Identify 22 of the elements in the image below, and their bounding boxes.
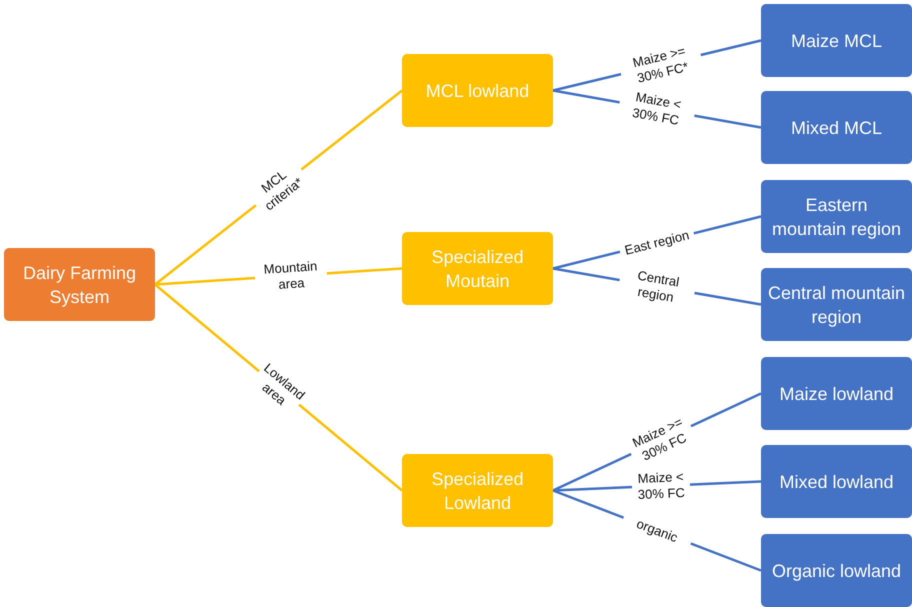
process-box bbox=[761, 4, 912, 77]
node-label: MCL lowland bbox=[426, 80, 530, 102]
node-label: Maize lowland bbox=[779, 382, 894, 406]
process-box bbox=[761, 180, 912, 253]
process-box bbox=[402, 232, 553, 305]
process-box bbox=[761, 357, 912, 430]
node-label: Organic lowland bbox=[772, 560, 902, 582]
node-label: Maize MCL bbox=[790, 30, 882, 52]
node-label: Central mountain region bbox=[767, 282, 906, 328]
process-box bbox=[402, 454, 553, 527]
node-label: Eastern mountain region bbox=[770, 194, 902, 240]
node-label: Specialized Lowland bbox=[430, 468, 525, 514]
node-label: Mixed lowland bbox=[779, 470, 894, 494]
process-box bbox=[4, 248, 155, 321]
node-label: Dairy Farming System bbox=[22, 262, 138, 308]
process-box bbox=[761, 534, 912, 607]
process-box bbox=[761, 91, 912, 164]
process-box bbox=[761, 445, 912, 518]
node-label: Specialized Moutain bbox=[430, 246, 525, 292]
node-label: Mixed MCL bbox=[790, 116, 882, 140]
process-box bbox=[761, 268, 912, 341]
process-box bbox=[402, 54, 553, 127]
